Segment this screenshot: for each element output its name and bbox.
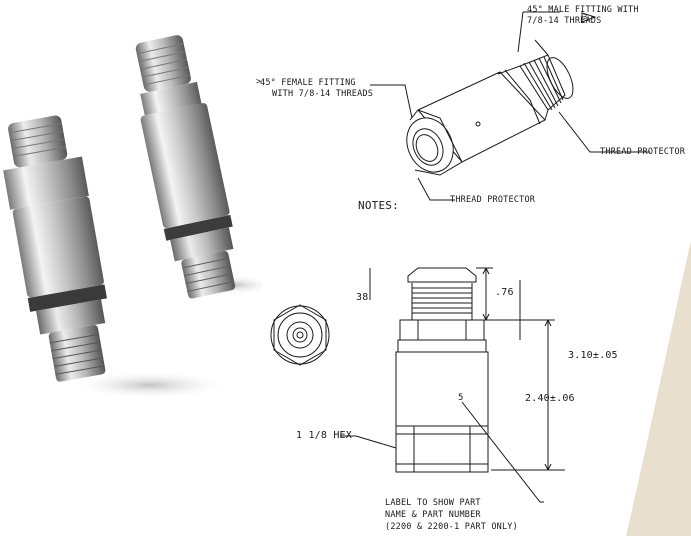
label-note-line3: (2200 & 2200-1 PART ONLY) — [385, 522, 518, 532]
thread-protector-right-label: THREAD PROTECTOR — [600, 147, 686, 157]
male-fitting-label-line2: 7/8-14 THREADS — [527, 16, 602, 26]
dim-partial: 38 — [356, 292, 369, 303]
dim-overall-length: 3.10±.05 — [568, 350, 618, 361]
female-fitting-label-line1: 45° FEMALE FITTING — [260, 78, 356, 88]
isometric-view — [406, 39, 574, 176]
side-view — [395, 267, 489, 473]
label-note-line2: NAME & PART NUMBER — [385, 510, 481, 520]
fitting-photo-back — [135, 35, 236, 299]
notes-heading: NOTES: — [358, 199, 399, 212]
fitting-photo-front — [3, 115, 107, 382]
thread-protector-bottom-label: THREAD PROTECTOR — [450, 195, 536, 205]
product-photo — [3, 35, 262, 399]
label-leader-mark: 5 — [458, 393, 464, 403]
dimension-lines — [340, 267, 565, 503]
note-number-badge: 3 — [583, 13, 588, 21]
dim-body-length: 2.40±.06 — [525, 393, 575, 404]
label-note-line1: LABEL TO SHOW PART — [385, 498, 481, 508]
accent-triangle — [626, 240, 691, 536]
female-fitting-label-line2: WITH 7/8-14 THREADS — [272, 89, 374, 99]
dim-thread-length: .76 — [495, 287, 514, 298]
arrow-mark: > — [256, 77, 262, 87]
end-view — [270, 304, 330, 366]
male-fitting-label-line1: 45° MALE FITTING WITH — [527, 5, 639, 15]
hex-size-label: 1 1/8 HEX — [296, 430, 352, 441]
